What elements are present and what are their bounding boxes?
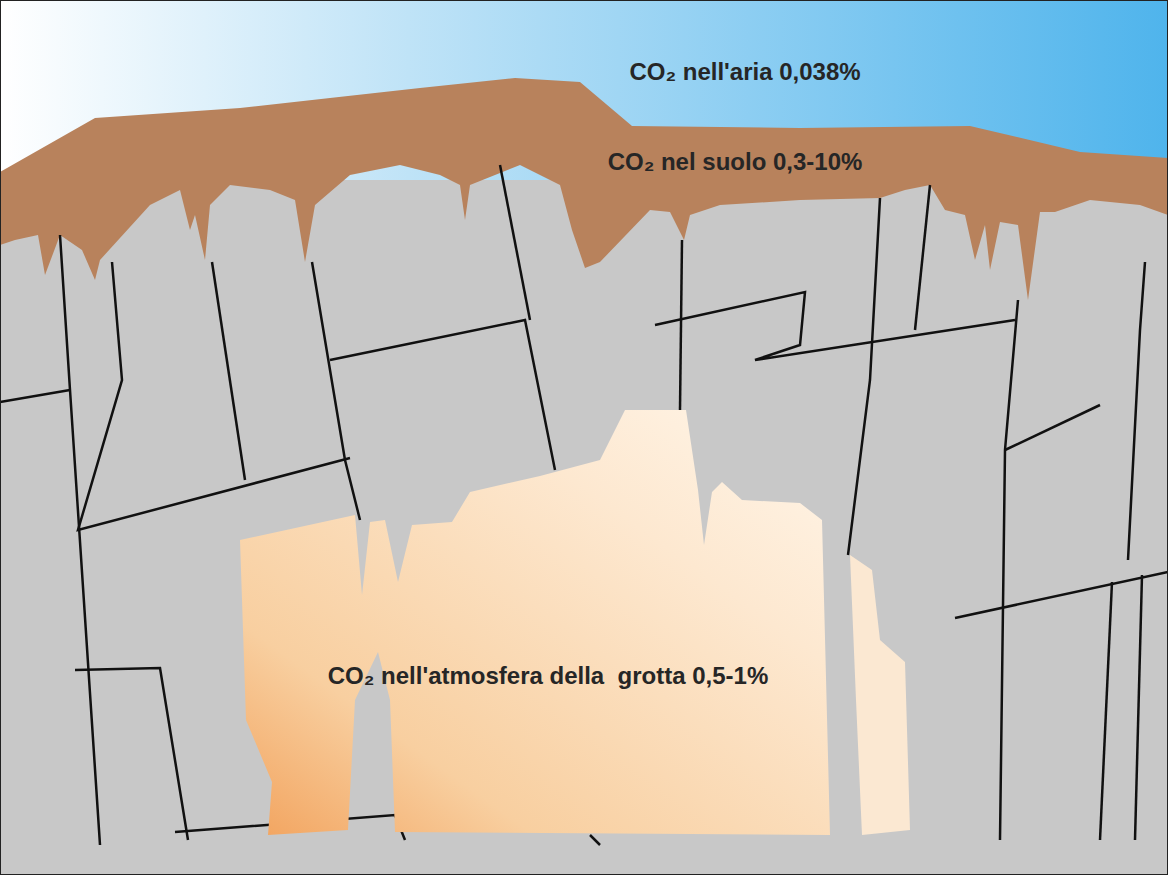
air-band: CO₂ nell'aria 0,038% <box>621 54 868 91</box>
cave-area: CO₂ nell'atmosfera della grotta 0,5-1% <box>320 658 777 695</box>
soil-band: CO₂ nel suolo 0,3-10% <box>600 144 871 181</box>
cave-passage <box>850 555 910 835</box>
fractures <box>0 165 1168 845</box>
co2-label: CO₂ nell'atmosfera della grotta 0,5-1% <box>328 662 769 691</box>
co2-label: CO₂ nel suolo 0,3-10% <box>608 148 863 177</box>
soil <box>0 78 1168 300</box>
co2-label: CO₂ nell'aria 0,038% <box>629 58 860 87</box>
cave <box>240 410 830 835</box>
